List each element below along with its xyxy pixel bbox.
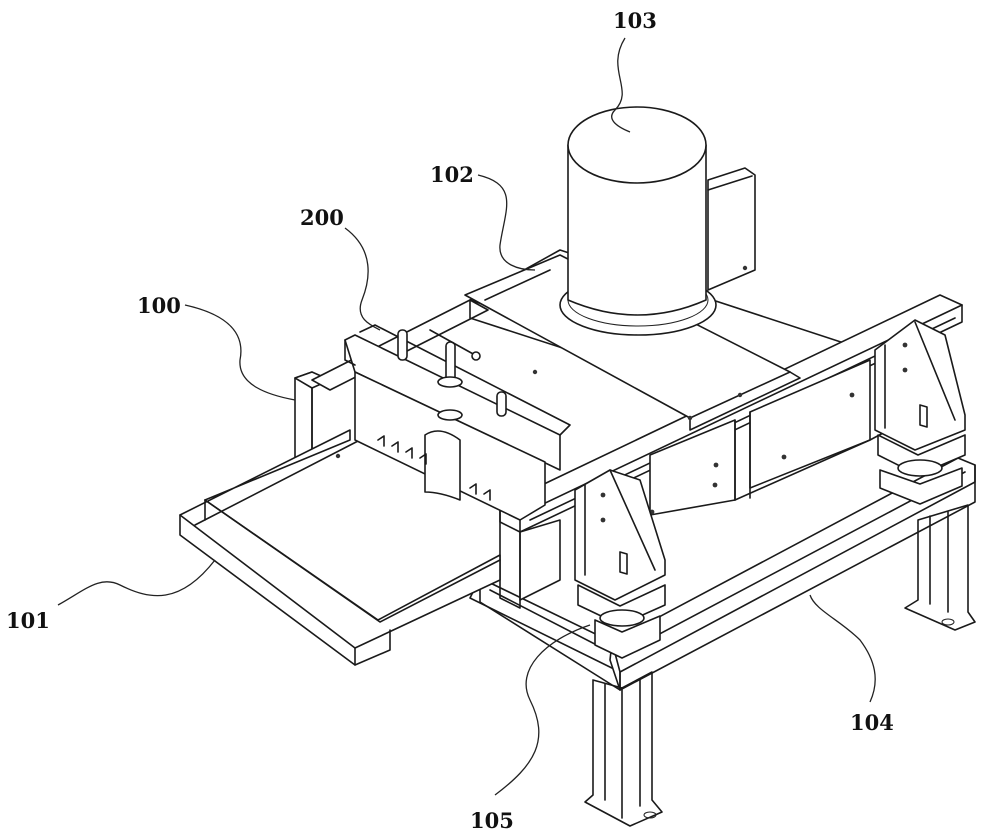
leader-101	[57, 559, 216, 606]
label-101: 101	[6, 608, 50, 633]
base-stand	[469, 457, 976, 827]
clamp-assembly	[344, 324, 571, 521]
label-103: 103	[613, 8, 657, 33]
damping-mounts	[574, 319, 966, 659]
label-200: 200	[300, 205, 344, 230]
label-105: 105	[470, 808, 514, 833]
leader-100	[184, 304, 296, 401]
label-100: 100	[137, 293, 181, 318]
label-104: 104	[850, 710, 894, 735]
reference-labels: 103 102 200 100 101 104 105	[6, 8, 894, 833]
discharge-tray	[179, 429, 501, 666]
label-102: 102	[430, 162, 474, 187]
leader-lines	[57, 37, 876, 796]
leader-102	[477, 174, 536, 271]
leader-103	[611, 37, 631, 133]
leader-104	[809, 594, 876, 703]
leader-105	[494, 624, 591, 796]
cylindrical-motor	[559, 106, 717, 336]
mounting-plate	[464, 167, 801, 431]
leader-200	[344, 227, 381, 331]
